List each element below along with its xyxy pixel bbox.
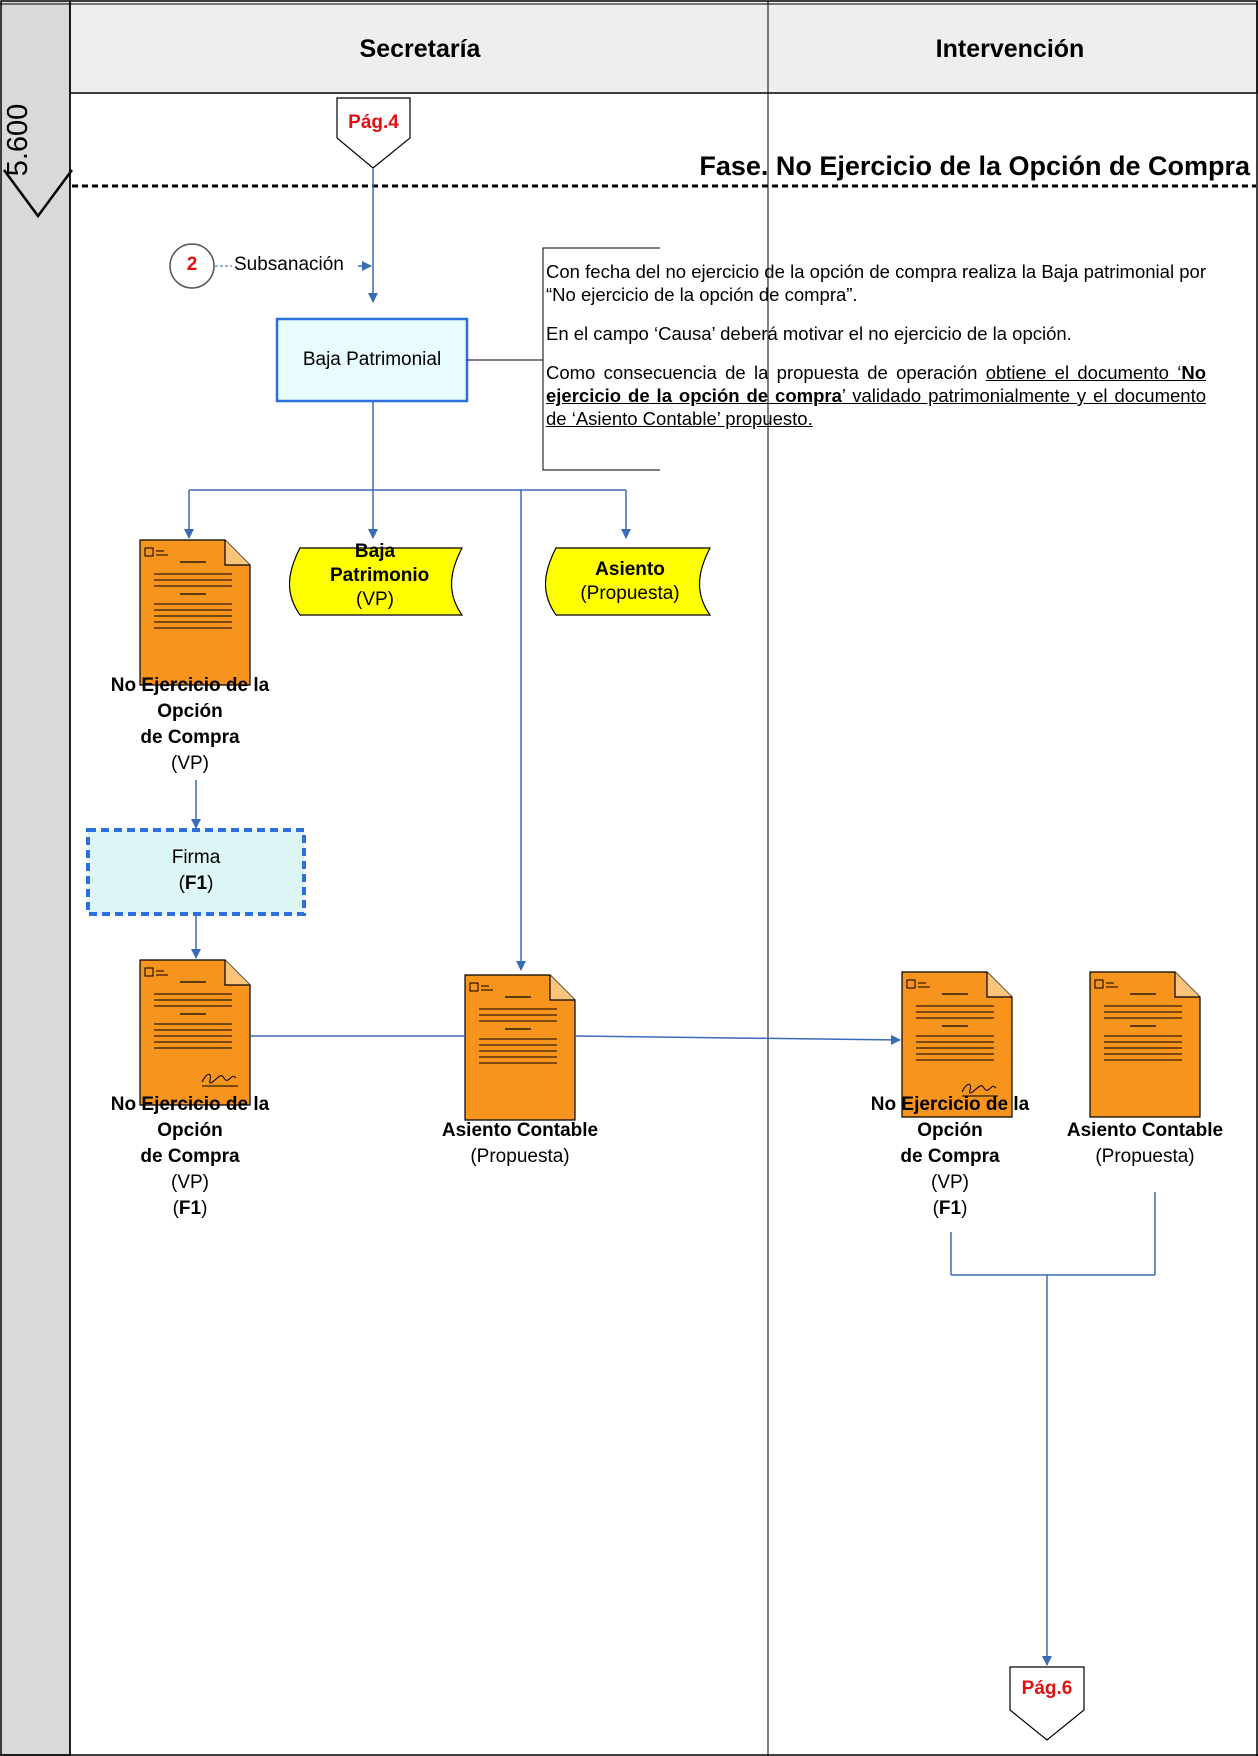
- side-code: 5.600: [2, 103, 34, 177]
- offpage-top-label: Pág.4: [348, 112, 399, 133]
- offpage-bottom-label: Pág.6: [1021, 1678, 1073, 1699]
- note-bracket: [542, 247, 660, 471]
- store-baja-label: Baja Patrimonio (VP): [330, 541, 430, 610]
- store-asiento-label: Asiento (Propuesta): [580, 559, 680, 604]
- annotation-note: Con fecha del no ejercicio de la opción …: [546, 260, 1206, 430]
- doc3-label: Asiento Contable (Propuesta): [441, 1120, 599, 1167]
- document-icon-5: [1089, 971, 1201, 1118]
- connector-circle-label: 2: [186, 254, 198, 275]
- offpage-connector-top: [336, 97, 411, 169]
- process-baja-label: Baja Patrimonial: [302, 349, 442, 370]
- doc5-label: Asiento Contable (Propuesta): [1066, 1120, 1224, 1167]
- document-icon-3: [464, 974, 576, 1121]
- lane-title-intervencion: Intervención: [935, 35, 1085, 63]
- lane-title-secretaria: Secretaría: [359, 35, 481, 63]
- offpage-connector-bottom: [1009, 1666, 1085, 1741]
- firma-label: Firma (F1): [171, 847, 221, 894]
- note-paragraph-2: En el campo ‘Causa’ deberá motivar el no…: [546, 323, 1072, 344]
- phase-title: Fase. No Ejercicio de la Opción de Compr…: [699, 151, 1250, 181]
- note-paragraph-3: Como consecuencia de la propuesta de ope…: [546, 362, 1206, 429]
- phase-chevron: [2, 169, 74, 219]
- doc2-label: No Ejercicio de la Opción de Compra (VP)…: [110, 1094, 270, 1219]
- note-paragraph-1: Con fecha del no ejercicio de la opción …: [546, 261, 1206, 305]
- connector-circle: [169, 243, 215, 289]
- document-icon-1: [139, 539, 251, 686]
- lane-header: [69, 0, 1258, 94]
- process-baja-patrimonial: [275, 317, 469, 403]
- store-asiento: [545, 547, 712, 616]
- subsanacion-label: Subsanación: [234, 254, 344, 275]
- doc4-label: No Ejercicio de la Opción de Compra (VP)…: [870, 1094, 1030, 1219]
- document-icon-2: [139, 959, 251, 1106]
- side-lane: [0, 0, 71, 1756]
- store-baja-patrimonio: [289, 547, 464, 616]
- doc1-label: No Ejercicio de la Opción de Compra (VP): [110, 675, 270, 774]
